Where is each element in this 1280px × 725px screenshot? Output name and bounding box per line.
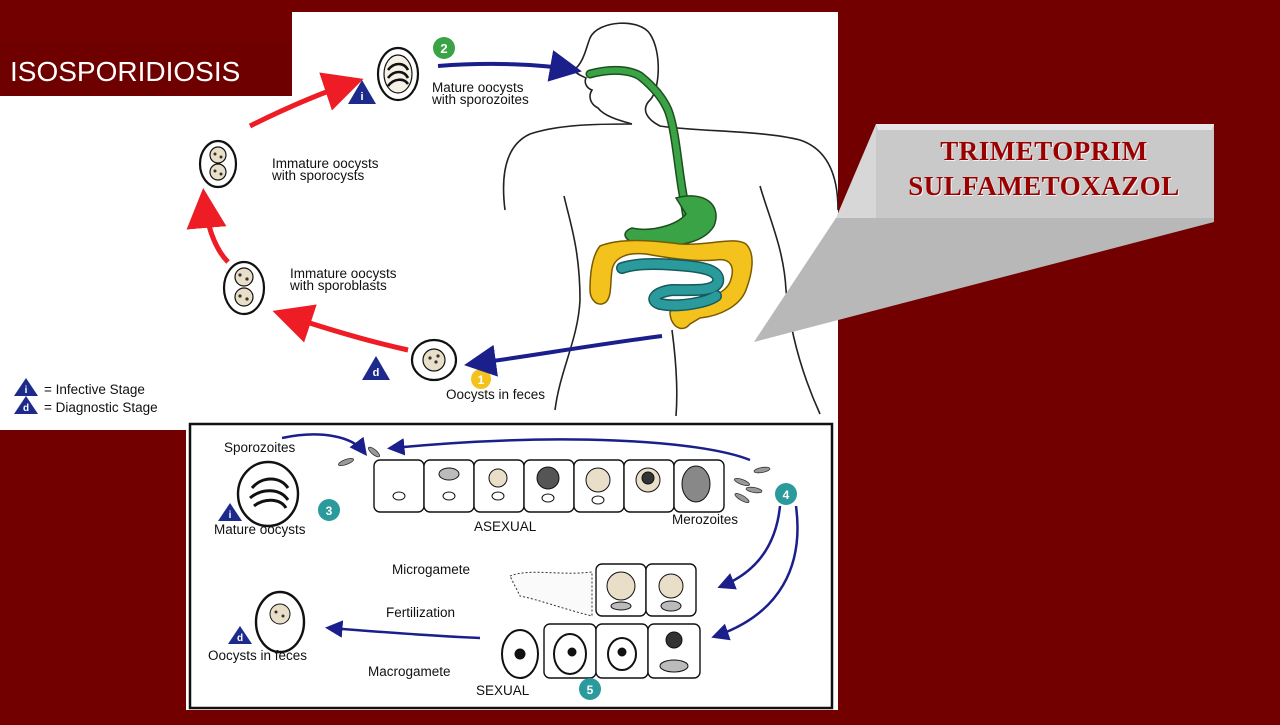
large-intestine: [589, 239, 753, 330]
arrow-to-microgamete: [717, 505, 782, 590]
stage4-badge: [775, 483, 797, 505]
stage2-badge: [433, 37, 455, 59]
merozoites-label: Merozoites: [672, 512, 738, 527]
svg-text:d: d: [237, 633, 243, 644]
sporoblasts-label-line1: Immature oocysts: [290, 266, 397, 281]
stage2-number: 2: [440, 41, 447, 56]
stage5-number: 5: [587, 683, 594, 697]
sexual-cells-upper-contents: [606, 571, 684, 612]
macrogamete-cells: [501, 629, 689, 679]
arrow-to-macrogamete: [711, 505, 799, 641]
arrow-to-sporoblasts: [272, 304, 409, 353]
legend-diagnostic-text: = Diagnostic Stage: [44, 400, 158, 415]
diagnostic-marker-stage1: d: [362, 356, 390, 380]
sexual-label: SEXUAL: [476, 683, 530, 698]
svg-text:i: i: [229, 510, 232, 521]
lifecycle-diagram-svg: 2 i Mature oocysts with sporozoites Imma…: [0, 12, 839, 710]
stage2-label-line2: with sporozoites: [431, 92, 529, 107]
arrow-to-mature: [248, 72, 364, 129]
small-intestine: [617, 259, 723, 310]
arrow-ingestion: [437, 50, 582, 82]
svg-text:d: d: [23, 403, 29, 414]
macrogamete-label: Macrogamete: [368, 664, 451, 679]
callout-line1: TRIMETOPRIM: [940, 136, 1148, 166]
stage4-number: 4: [783, 488, 790, 502]
stage1-label: Oocysts in feces: [446, 387, 545, 402]
microgamete-label: Microgamete: [392, 562, 470, 577]
sporocysts-label-line1: Immature oocysts: [272, 156, 379, 171]
asexual-label: ASEXUAL: [474, 519, 537, 534]
svg-text:i: i: [360, 91, 363, 103]
inset-oocyst-feces: [254, 590, 306, 654]
legend-diagnostic-marker: [14, 396, 38, 414]
arrow-merozoites-return: [387, 438, 751, 462]
inset-oocysts-feces-label: Oocysts in feces: [208, 648, 307, 663]
stage1-number: 1: [478, 373, 485, 387]
sporoblasts-label-line2: with sporoblasts: [289, 278, 387, 293]
legend: i = Infective Stage d = Diagnostic Stage: [14, 378, 158, 415]
stage5-badge: [579, 678, 601, 700]
microgamete-cell: [509, 571, 593, 617]
stage3-badge: [318, 499, 340, 521]
svg-text:d: d: [373, 367, 380, 379]
oocyst-stage1: [410, 338, 458, 382]
stage3-number: 3: [326, 504, 333, 518]
legend-infective-text: = Infective Stage: [44, 382, 145, 397]
slide-title: ISOSPORIDIOSIS: [0, 42, 290, 96]
digestive-tract: [585, 65, 753, 330]
oocyst-sporoblasts: [222, 260, 266, 316]
stage2-label-line1: Mature oocysts: [432, 80, 524, 95]
inset-mature-oocyst: [236, 460, 300, 528]
merozoite-slivers: [338, 446, 771, 503]
asexual-cells: [373, 459, 725, 513]
inset-diagnostic-marker: d: [228, 626, 252, 644]
oocyst-stage2: [376, 46, 420, 102]
callout-text: TRIMETOPRIM SULFAMETOXAZOL: [876, 134, 1212, 204]
oocyst-sporocysts: [198, 139, 238, 189]
arrow-to-feces: [325, 620, 481, 640]
inset-infective-marker: i: [218, 503, 242, 521]
arrow-excretion: [464, 334, 663, 377]
inset-sporozoites-label: Sporozoites: [224, 440, 296, 455]
callout-line2: SULFAMETOXAZOL: [908, 171, 1180, 201]
svg-text:i: i: [25, 385, 28, 396]
lifecycle-diagram: 2 i Mature oocysts with sporozoites Imma…: [0, 12, 839, 710]
sporocysts-label-line2: with sporocysts: [271, 168, 365, 183]
asexual-cell-contents: [392, 465, 711, 505]
inset-mature-oocysts-label: Mature oocysts: [214, 522, 306, 537]
arrow-to-sporocysts: [186, 188, 230, 264]
legend-infective-marker: [14, 378, 38, 396]
arrow-sporozoites: [281, 433, 368, 456]
fertilization-label: Fertilization: [386, 605, 455, 620]
